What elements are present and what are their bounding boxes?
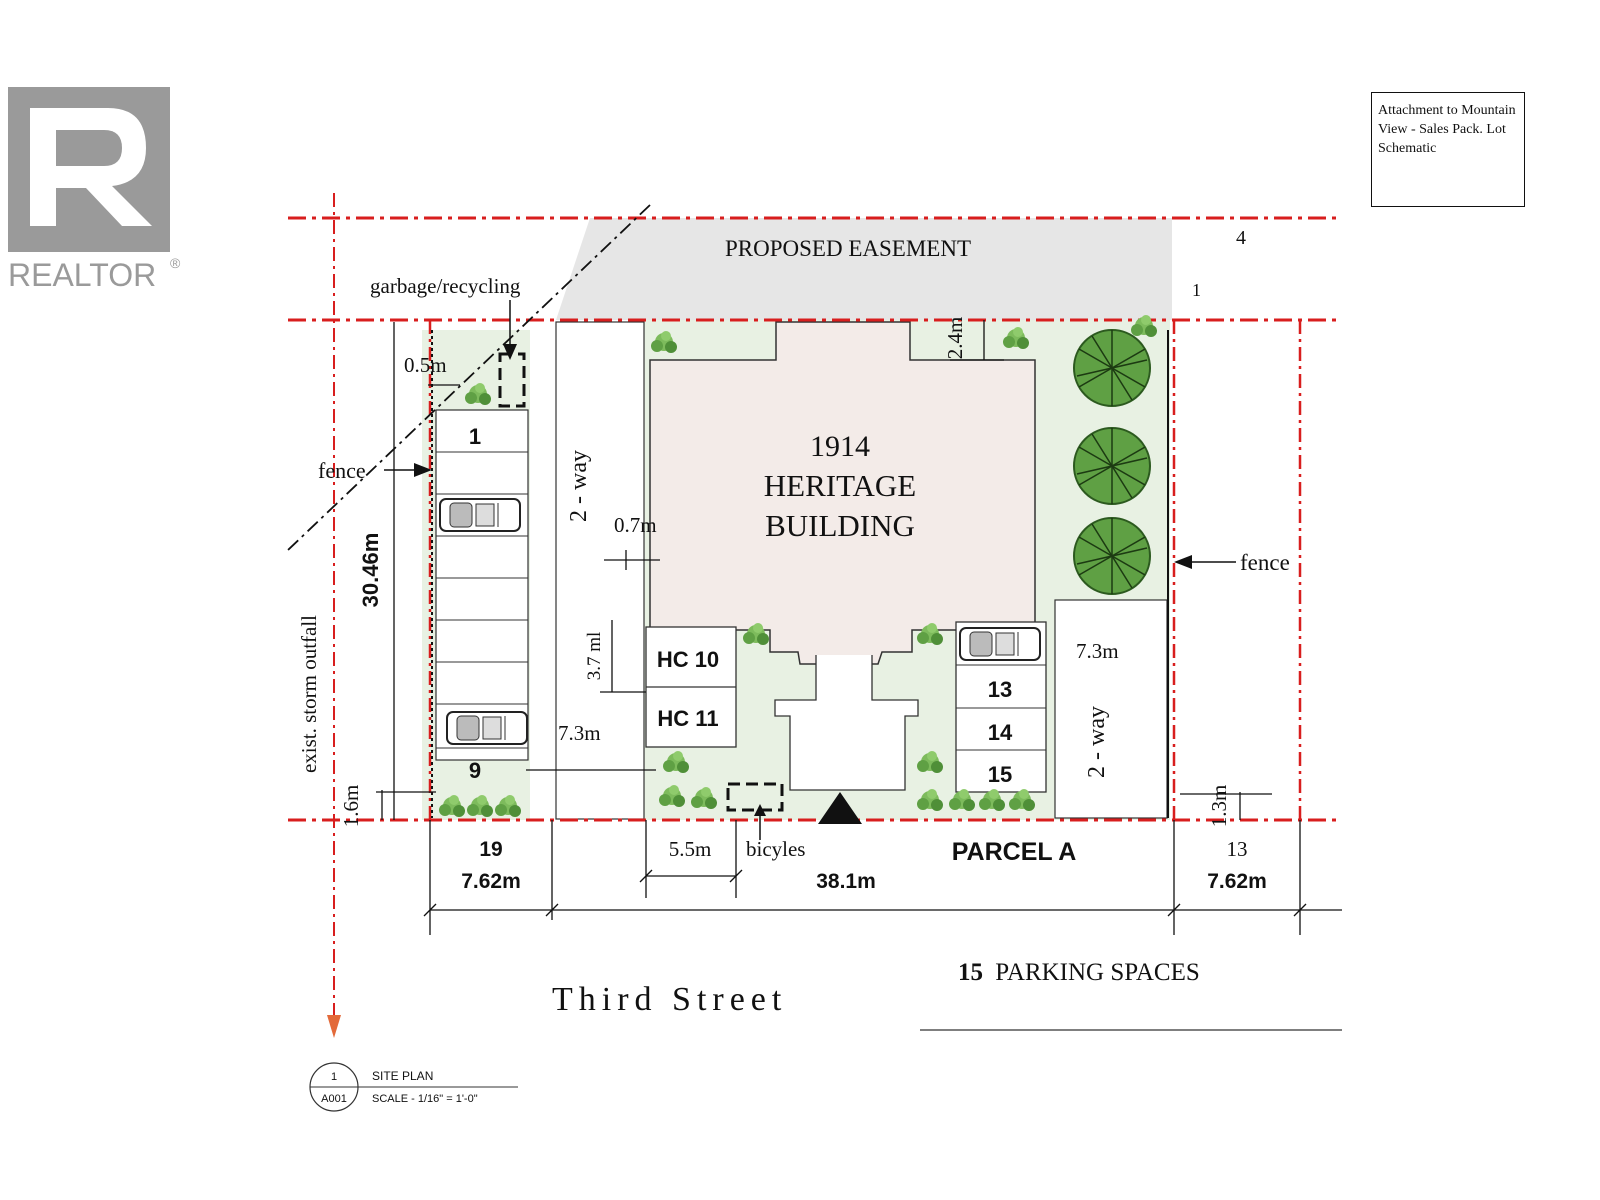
- lot-right-width: 7.62m: [1207, 870, 1267, 893]
- tree: [1073, 427, 1151, 505]
- stall-number: HC 10: [657, 647, 719, 672]
- dim-0-7m: 0.7m: [614, 513, 657, 537]
- tree: [1073, 329, 1151, 407]
- realtor-wordmark: REALTOR: [8, 257, 156, 293]
- lot-left-width: 7.62m: [461, 870, 521, 893]
- lot-left-number: 19: [479, 838, 502, 861]
- dim-3-7m: 3.7 ml: [584, 632, 605, 681]
- building-year: 1914: [810, 430, 870, 463]
- parcel-label: PARCEL A: [952, 838, 1077, 866]
- realtor-logo: REALTOR ®: [8, 87, 181, 293]
- attachment-note: Attachment to Mountain View - Sales Pack…: [1371, 92, 1525, 207]
- right-parking: [955, 621, 1047, 793]
- building-name-line2: BUILDING: [765, 508, 915, 543]
- realtor-registered-mark: ®: [170, 255, 181, 271]
- drawing-scale: SCALE - 1/16" = 1'-0": [372, 1093, 478, 1105]
- title-block: 1 A001 SITE PLAN SCALE - 1/16" = 1'-0": [309, 1062, 518, 1112]
- stall-number: 1: [469, 424, 481, 449]
- storm-outfall-label: exist. storm outfall: [297, 615, 321, 773]
- lot-right-number: 13: [1227, 837, 1248, 861]
- driveway-right: [1054, 599, 1168, 819]
- garbage-label: garbage/recycling: [370, 274, 521, 298]
- drawing-number: 1: [331, 1071, 337, 1083]
- stall-number: HC 11: [657, 706, 718, 731]
- parked-car: [959, 627, 1041, 661]
- two-way-right: 2 - way: [1084, 706, 1110, 778]
- dim-1-3m: 1.3m: [1207, 785, 1231, 828]
- dim-7-3m-right: 7.3m: [1076, 639, 1119, 663]
- easement-label: PROPOSED EASEMENT: [725, 236, 971, 261]
- left-parking: [435, 409, 529, 761]
- stall-number: 13: [988, 677, 1012, 702]
- lot-one-label: 1: [1192, 280, 1201, 300]
- lot-four-label: 4: [1236, 227, 1246, 249]
- parking-count: 15: [958, 959, 983, 986]
- parking-summary: 15 PARKING SPACES: [958, 959, 1200, 986]
- drawing-title: SITE PLAN: [372, 1069, 433, 1083]
- lot-center-width: 38.1m: [816, 870, 876, 893]
- stall-number: 9: [469, 758, 481, 783]
- entrance-arrow: [818, 792, 862, 824]
- stall-number: 14: [988, 720, 1013, 745]
- parked-car: [439, 498, 521, 532]
- sheet-number: A001: [321, 1093, 347, 1105]
- tree: [1073, 517, 1151, 595]
- dim-2-4m: 2.4m: [943, 317, 967, 360]
- parking-text: PARKING SPACES: [995, 959, 1200, 986]
- easement-area: [556, 218, 1172, 320]
- dim-30-46m: 30.46m: [358, 533, 383, 608]
- property-lines: [288, 193, 1342, 1038]
- fence-right-label: fence: [1240, 550, 1290, 575]
- dim-0-5m: 0.5m: [404, 353, 447, 377]
- building-name-line1: HERITAGE: [764, 468, 917, 503]
- bicycle-rack: [726, 782, 784, 812]
- stall-number: 15: [988, 762, 1012, 787]
- two-way-left: 2 - way: [566, 450, 592, 522]
- parked-car: [446, 711, 528, 745]
- fence-left-label: fence: [318, 458, 366, 483]
- bicycles-label: bicyles: [746, 837, 805, 861]
- dim-5-5m: 5.5m: [669, 837, 712, 861]
- dim-7-3m-left: 7.3m: [558, 721, 601, 745]
- dim-1-6m: 1.6m: [339, 785, 363, 828]
- driveway-left: [556, 322, 644, 819]
- street-name: Third Street: [552, 981, 787, 1018]
